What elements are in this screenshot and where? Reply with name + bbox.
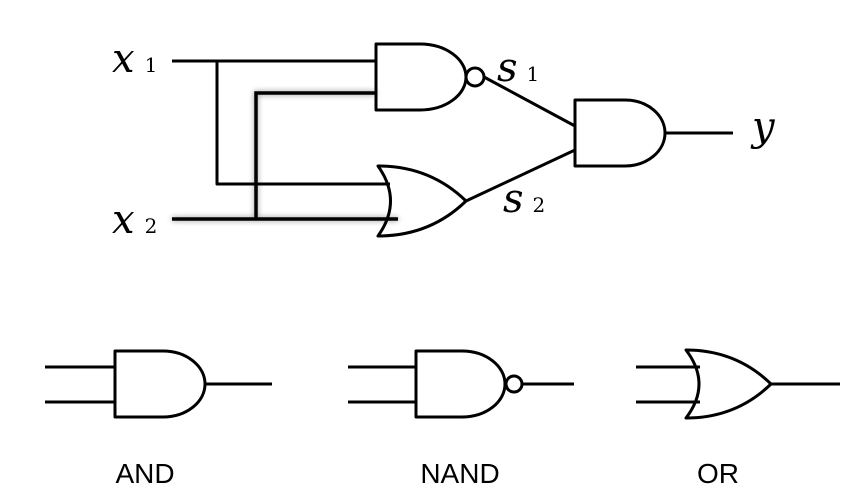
x2-wire-group (172, 91, 398, 221)
wire-s1 (483, 75, 576, 128)
legend-nand-gate (414, 349, 507, 419)
legend-and-label: AND (115, 458, 174, 489)
legend-and: AND (45, 349, 272, 489)
input-x1-label: x 1 (112, 36, 157, 82)
legend-or-label: OR (697, 458, 739, 489)
signal-s1-label: s 1 (497, 45, 539, 91)
legend-nand-label: NAND (420, 458, 499, 489)
input-x2-label: x 2 (112, 197, 157, 243)
input-x2-subscript: 2 (145, 214, 158, 238)
signal-s2-subscript: 2 (533, 193, 546, 217)
output-y-label: y (750, 104, 776, 150)
input-x2-var: x (112, 197, 135, 243)
legend-nand: NAND (348, 349, 574, 489)
main-circuit: x 1 x 2 s 1 (112, 36, 776, 243)
wire-x1-to-or (215, 61, 390, 186)
input-x1-var: x (112, 36, 135, 82)
signal-s2-var: s (503, 176, 524, 222)
signal-s1-subscript: 1 (527, 62, 540, 86)
legend-or: OR (636, 348, 840, 489)
wire-s2 (465, 148, 576, 203)
signal-s1-var: s (497, 45, 518, 91)
legend-and-gate (113, 349, 207, 419)
nand-bubble (464, 66, 486, 88)
nand-gate (374, 42, 468, 112)
or-gate (376, 164, 468, 238)
signal-s2-label: s 2 (503, 176, 545, 222)
legend-or-gate (684, 348, 773, 420)
and-gate-output (573, 98, 667, 168)
wire-x2-to-nand (254, 91, 376, 219)
legend-nand-bubble (504, 374, 524, 394)
input-x1-subscript: 1 (145, 53, 158, 77)
gate-legend: AND NAND OR (45, 348, 840, 489)
